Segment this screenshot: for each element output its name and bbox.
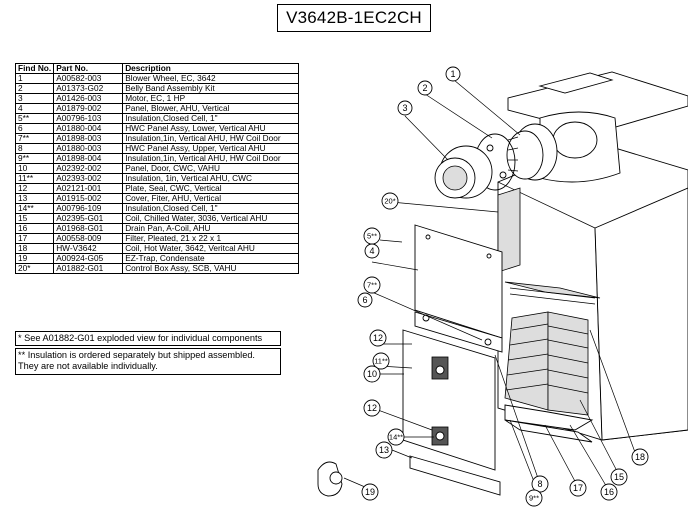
svg-text:18: 18 <box>635 452 645 462</box>
svg-text:13: 13 <box>379 445 389 455</box>
callout-8: 8 <box>531 475 549 493</box>
cell-find-no: 20* <box>14 263 55 274</box>
callout-14: 14** <box>387 428 405 446</box>
motor <box>434 145 493 199</box>
door-panel <box>402 329 496 471</box>
hot-water-coil <box>504 281 601 305</box>
callout-12-lower: 12 <box>363 399 381 417</box>
drain-pan <box>504 404 594 431</box>
svg-text:20*: 20* <box>384 197 395 206</box>
callout-15: 15 <box>610 468 628 486</box>
svg-text:8: 8 <box>537 479 542 489</box>
svg-text:7**: 7** <box>367 281 377 290</box>
svg-text:1: 1 <box>450 69 455 79</box>
svg-text:12: 12 <box>367 403 377 413</box>
callout-1: 1 <box>445 66 461 82</box>
blower-housing <box>539 111 621 183</box>
filter-cover <box>409 455 501 496</box>
svg-text:17: 17 <box>573 483 583 493</box>
svg-text:3: 3 <box>402 103 407 113</box>
callout-4: 4 <box>364 243 380 259</box>
condensate-trap <box>317 461 343 497</box>
svg-text:9**: 9** <box>529 494 539 503</box>
cell-description: Control Box Assy, SCB, VAHU <box>122 263 300 274</box>
svg-text:19: 19 <box>365 487 375 497</box>
svg-text:5**: 5** <box>367 232 377 241</box>
callout-16: 16 <box>600 483 618 501</box>
callout-6: 6 <box>357 292 373 308</box>
callout-19: 19 <box>361 483 379 501</box>
callout-5: 5** <box>363 227 381 245</box>
svg-text:10: 10 <box>367 369 377 379</box>
svg-text:6: 6 <box>362 295 367 305</box>
svg-text:11**: 11** <box>374 357 388 366</box>
hwc-panel-lower <box>414 311 503 353</box>
callout-2: 2 <box>417 80 433 96</box>
callout-20: 20* <box>381 192 399 210</box>
note-control-box: * See A01882-G01 exploded view for indiv… <box>15 331 281 346</box>
callout-12-upper: 12 <box>369 329 387 347</box>
callout-3: 3 <box>397 100 413 116</box>
drawing-title: V3642B-1EC2CH <box>277 4 431 32</box>
callout-10: 10 <box>363 365 381 383</box>
svg-text:15: 15 <box>614 472 624 482</box>
chilled-water-coil <box>504 311 589 416</box>
callout-18: 18 <box>631 448 649 466</box>
svg-text:12: 12 <box>373 333 383 343</box>
svg-text:2: 2 <box>422 83 427 93</box>
callout-17: 17 <box>569 479 587 497</box>
svg-text:16: 16 <box>604 487 614 497</box>
blower-wheel <box>506 123 558 181</box>
callout-13: 13 <box>375 441 393 459</box>
callout-9: 9** <box>525 489 543 507</box>
callout-11: 11** <box>372 352 390 370</box>
callout-7: 7** <box>363 276 381 294</box>
svg-text:4: 4 <box>369 246 374 256</box>
note-insulation: ** Insulation is ordered separately but … <box>15 348 281 375</box>
svg-text:14**: 14** <box>389 433 403 442</box>
